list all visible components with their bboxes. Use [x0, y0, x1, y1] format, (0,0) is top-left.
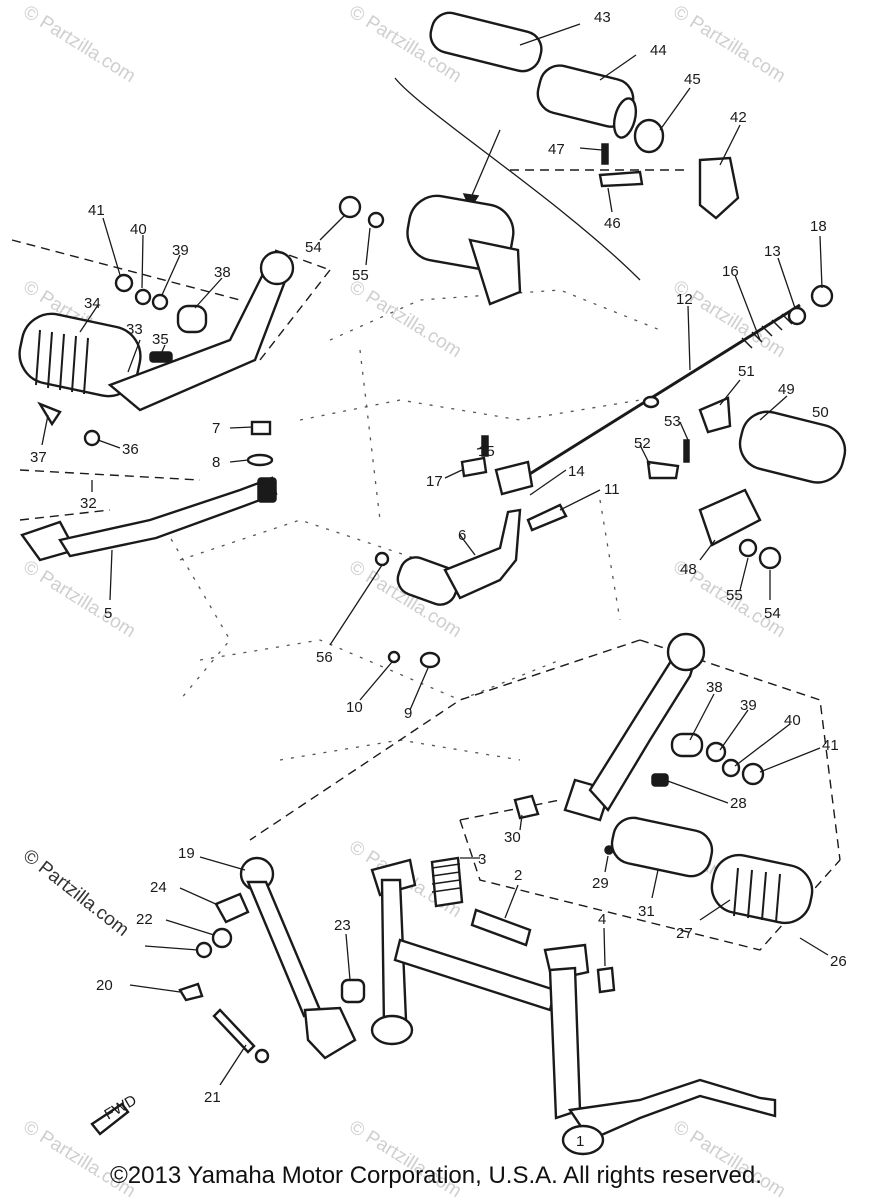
callout-14: 14: [568, 463, 585, 480]
callout-numbers: 43 44 45 42 47 46 41 40 39 38 54 55 34 3…: [30, 9, 847, 1150]
rear-grip-bar: [429, 11, 740, 220]
callout-54-b: 54: [764, 605, 781, 622]
callout-27: 27: [676, 925, 693, 942]
brake-pedal: [20, 420, 278, 562]
callout-40: 40: [130, 221, 147, 238]
callout-48: 48: [680, 561, 697, 578]
watermark: © Partzilla.com: [345, 276, 465, 362]
callout-11: 11: [604, 481, 620, 498]
callout-34: 34: [84, 295, 101, 312]
callout-40-b: 40: [784, 712, 801, 729]
side-watermark: © Partzilla.com: [19, 845, 133, 940]
callout-32: 32: [80, 495, 97, 512]
callout-42: 42: [730, 109, 747, 126]
callout-29: 29: [592, 875, 609, 892]
callout-35: 35: [152, 331, 169, 348]
center-stand: [340, 856, 777, 1156]
callout-55-b: 55: [726, 587, 743, 604]
watermark: © Partzilla.com: [19, 1, 139, 87]
callout-10: 10: [346, 699, 363, 716]
callout-51: 51: [738, 363, 755, 380]
grip-pointer: [394, 77, 641, 306]
callout-39: 39: [172, 242, 189, 259]
callout-41: 41: [88, 202, 105, 219]
callout-19: 19: [178, 845, 195, 862]
callout-41-b: 41: [822, 737, 839, 754]
callout-2: 2: [514, 867, 522, 884]
callout-28: 28: [730, 795, 747, 812]
callout-46: 46: [604, 215, 621, 232]
callout-16: 16: [722, 263, 739, 280]
callout-17: 17: [426, 473, 443, 490]
callout-21: 21: [204, 1089, 221, 1106]
callout-18: 18: [810, 218, 827, 235]
left-footrest: [18, 195, 385, 447]
callout-20: 20: [96, 977, 113, 994]
callout-8: 8: [212, 454, 220, 471]
callout-33: 33: [126, 321, 143, 338]
callout-4: 4: [598, 911, 606, 928]
callout-22: 22: [136, 911, 153, 928]
leader-lines: [41, 23, 829, 1086]
callout-44: 44: [650, 42, 667, 59]
callout-38: 38: [214, 264, 231, 281]
callout-6: 6: [458, 527, 466, 544]
callout-52: 52: [634, 435, 651, 452]
side-stand: [178, 856, 357, 1064]
callout-47: 47: [548, 141, 565, 158]
callout-37: 37: [30, 449, 47, 466]
callout-15: 15: [478, 443, 495, 460]
callout-53: 53: [664, 413, 681, 430]
callout-49: 49: [778, 381, 795, 398]
callout-13: 13: [764, 243, 781, 260]
callout-56: 56: [316, 649, 333, 666]
callout-36: 36: [122, 441, 139, 458]
callout-23: 23: [334, 917, 351, 934]
callout-38-b: 38: [706, 679, 723, 696]
callout-24: 24: [150, 879, 167, 896]
callout-45: 45: [684, 71, 701, 88]
callout-55: 55: [352, 267, 369, 284]
callout-12: 12: [676, 291, 693, 308]
right-footrest: [646, 396, 847, 570]
callout-43: 43: [594, 9, 611, 26]
brake-arm: [374, 503, 568, 669]
callout-39-b: 39: [740, 697, 757, 714]
callout-1: 1: [576, 1133, 584, 1150]
callout-31: 31: [638, 903, 655, 920]
callout-9: 9: [404, 705, 412, 722]
passenger-footrest-bracket: [513, 632, 814, 925]
watermark: © Partzilla.com: [19, 556, 139, 642]
copyright-notice: ©2013 Yamaha Motor Corporation, U.S.A. A…: [110, 1162, 762, 1189]
fwd-arrow: FWD: [90, 1092, 140, 1136]
callout-30: 30: [504, 829, 521, 846]
callout-5: 5: [104, 605, 112, 622]
callout-7: 7: [212, 420, 220, 437]
brake-rod: [460, 284, 834, 496]
callout-3: 3: [478, 851, 486, 868]
callout-26: 26: [830, 953, 847, 970]
callout-50: 50: [812, 404, 829, 421]
callout-54: 54: [305, 239, 322, 256]
